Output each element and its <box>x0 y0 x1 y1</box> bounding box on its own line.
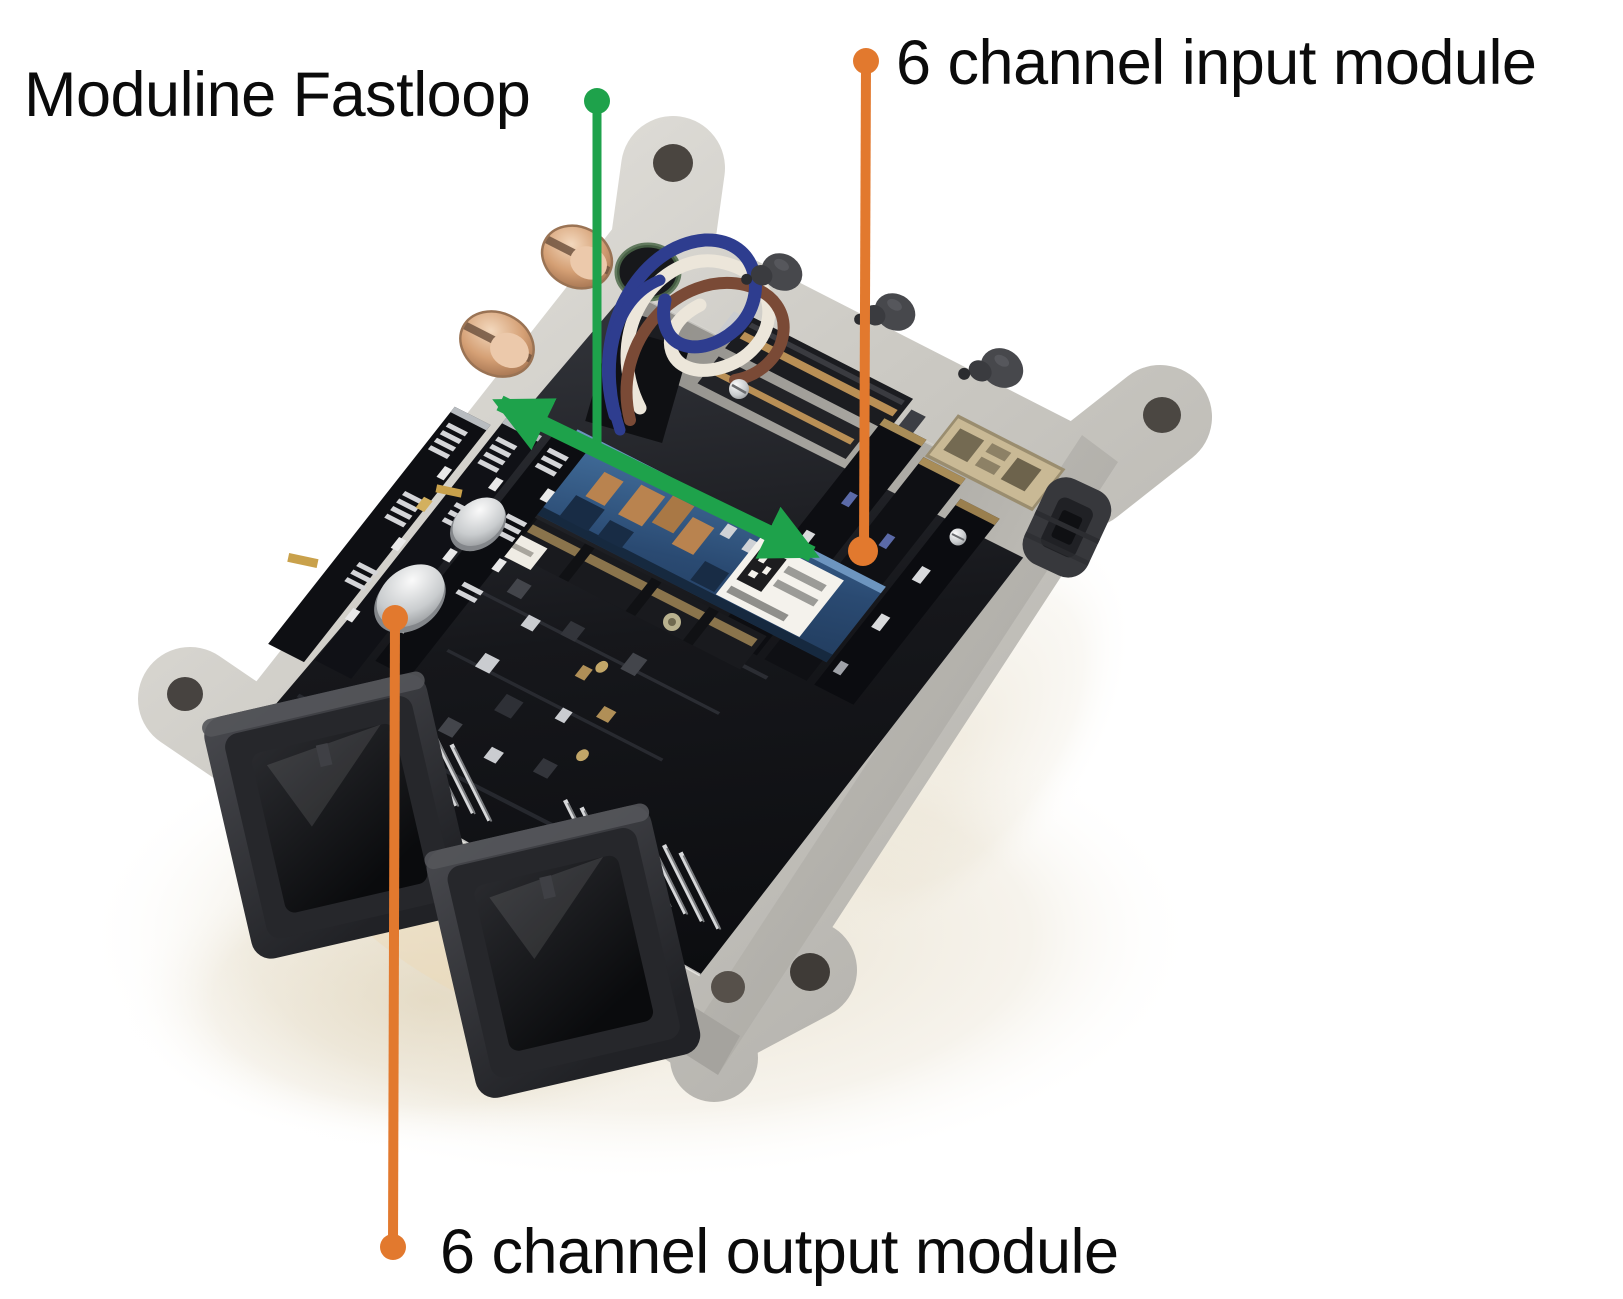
label-output-module: 6 channel output module <box>440 1217 1119 1287</box>
ear-hole-right <box>1143 397 1181 433</box>
brass-pin-2 <box>435 484 463 498</box>
callout-fastloop-double-arrow <box>492 395 820 562</box>
corner-screw-hole <box>711 971 745 1003</box>
label-moduline-fastloop: Moduline Fastloop <box>24 60 530 130</box>
callout-input-line <box>859 63 871 550</box>
brass-pin-1 <box>287 552 319 569</box>
coax-connector-2 <box>459 310 535 378</box>
callout-output-dot-top <box>382 605 408 631</box>
callout-fastloop-dot <box>584 88 610 114</box>
callout-input-dot-top <box>853 48 879 74</box>
callout-fastloop <box>492 88 820 562</box>
callout-output-line <box>388 619 400 1246</box>
callout-input <box>848 48 879 566</box>
callout-input-dot-bottom <box>848 536 878 566</box>
grommet-cone-3 <box>958 348 1024 388</box>
ear-hole-top <box>653 144 693 182</box>
case-wall-right <box>682 435 1118 1075</box>
ear-hole-left <box>167 677 203 711</box>
callout-output-dot-bottom <box>380 1234 406 1260</box>
sim-card-slot <box>924 414 1066 512</box>
smd-components <box>437 578 648 779</box>
ear-hole-bottom <box>790 953 830 991</box>
screw-1 <box>729 379 749 399</box>
callout-output <box>380 605 408 1260</box>
side-grommet <box>1022 477 1112 578</box>
connector-b <box>424 803 701 1098</box>
screw-2 <box>949 528 967 546</box>
grommet-cone-1 <box>741 253 803 291</box>
capacitor-2 <box>449 497 507 552</box>
label-input-module: 6 channel input module <box>896 28 1536 98</box>
standoff <box>663 613 681 631</box>
